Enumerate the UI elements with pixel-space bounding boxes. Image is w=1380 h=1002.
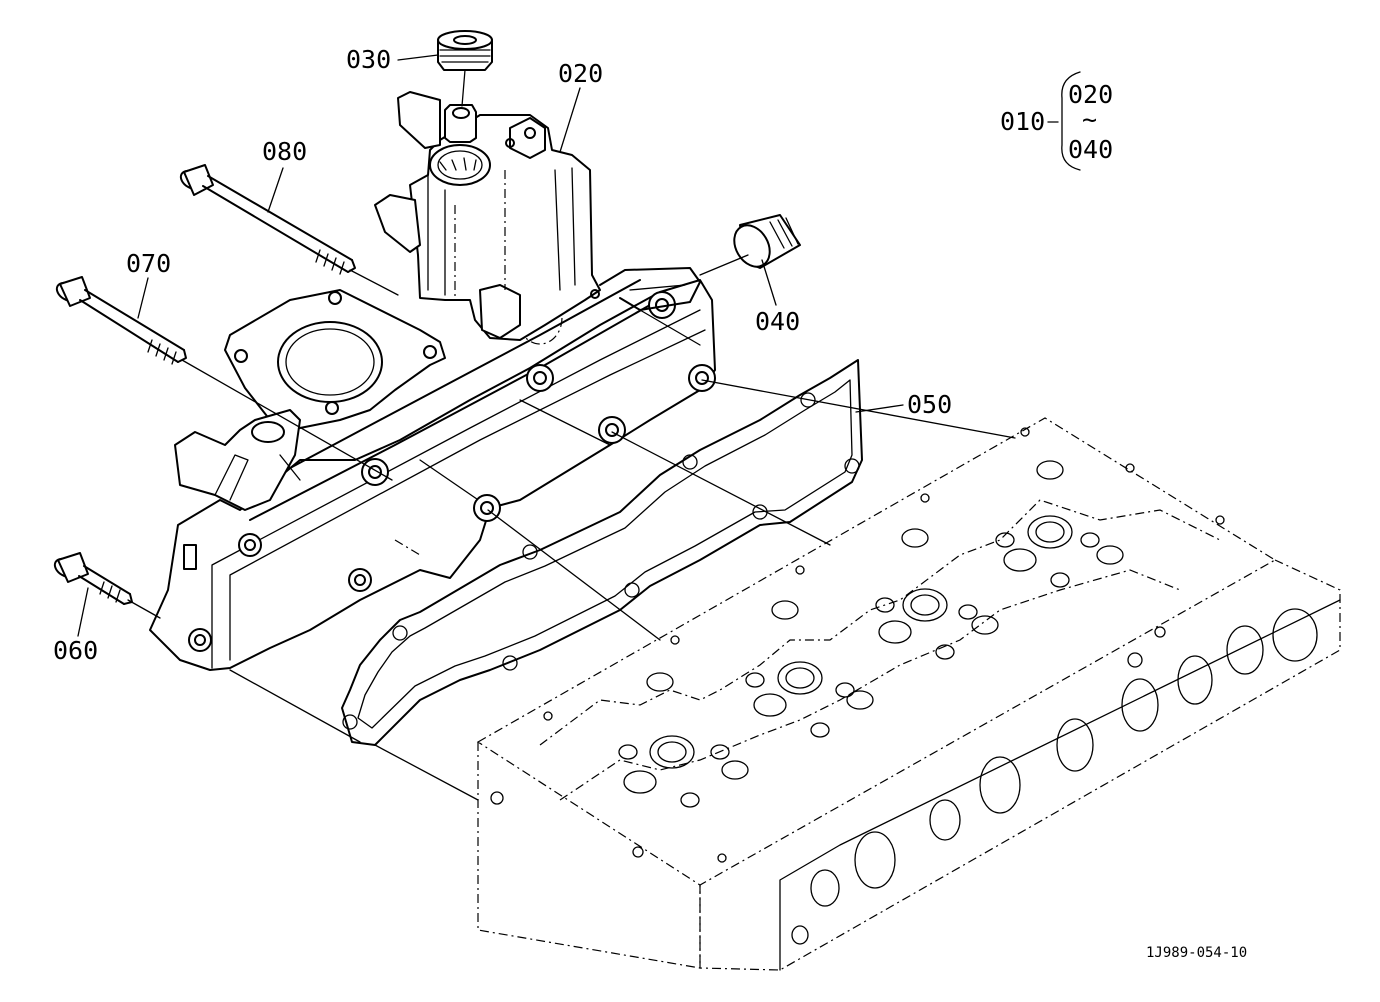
- group-label-040: 040: [1068, 135, 1113, 164]
- bolt-070: [55, 276, 187, 365]
- gasket-050: [341, 359, 863, 746]
- bolt-080: [179, 164, 356, 275]
- label-010[interactable]: 010: [1000, 107, 1045, 136]
- leader-lines: [77, 54, 1081, 637]
- label-080[interactable]: 080: [262, 137, 307, 166]
- bolt-060: [53, 552, 133, 605]
- label-050[interactable]: 050: [907, 390, 952, 419]
- group-label-020: 020: [1068, 80, 1113, 109]
- manifold-body: [149, 279, 716, 671]
- plug-030: [437, 30, 493, 71]
- part-labels: 030 020 080 070 040 050 060 010 020 ~ 04…: [53, 45, 1247, 961]
- label-070[interactable]: 070: [126, 249, 171, 278]
- cylinder-head: [476, 417, 1341, 971]
- label-030[interactable]: 030: [346, 45, 391, 74]
- assembly-lines: [127, 69, 1016, 801]
- water-flange-020: [374, 91, 701, 341]
- label-060[interactable]: 060: [53, 636, 98, 665]
- label-040[interactable]: 040: [755, 307, 800, 336]
- drawing-number: 1J989-054-10: [1146, 945, 1247, 961]
- group-tilde: ~: [1082, 105, 1097, 134]
- label-020[interactable]: 020: [558, 59, 603, 88]
